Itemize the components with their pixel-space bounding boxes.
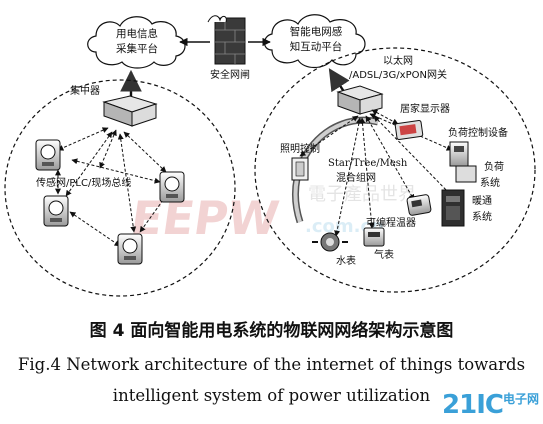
meter-2 (43, 195, 69, 227)
hvac-line1: 暖通 (472, 194, 492, 207)
meter-1 (35, 139, 61, 171)
cloud-right: 智能电网感 知互动平台 (263, 14, 366, 69)
meter-4 (117, 233, 143, 265)
load-control-device: 负荷控制设备 (448, 126, 508, 167)
hvac-line2: 系统 (472, 210, 492, 223)
meter-3 (159, 171, 185, 203)
cloud-left: 用电信息 采集平台 (87, 16, 186, 69)
cloud-right-shape (263, 14, 366, 69)
cloud-left-shape (87, 16, 186, 69)
water-meter-label: 水表 (336, 254, 356, 267)
firewall-icon (214, 17, 246, 65)
lighting-control-device: 照明控制 (280, 142, 320, 181)
eepw-watermark-text: EEPW (128, 191, 283, 245)
ethernet-label-line1: 以太网 (383, 54, 413, 67)
ethernet-label-line2: /ADSL/3G/xPON网关 (349, 68, 447, 81)
cloud-left-line2: 采集平台 (116, 42, 158, 55)
caption-chinese: 图 4 面向智能用电系统的物联网网络架构示意图 (89, 321, 454, 341)
ethernet-gateway-device: 以太网 /ADSL/3G/xPON网关 (336, 54, 447, 115)
caption-english-line1: Fig.4 Network architecture of the intern… (17, 355, 526, 374)
right-mesh-links (299, 109, 453, 237)
thermostat-device: 可编程温器 (366, 194, 432, 229)
home-display-label: 居家显示器 (400, 102, 450, 115)
hand-icon (207, 15, 227, 23)
load-system-line2: 系统 (480, 176, 500, 189)
mesh-label-line1: Star/Tree/Mesh (328, 158, 408, 169)
home-display-device: 居家显示器 (394, 102, 450, 140)
caption-english-line2: intelligent system of power utilization (112, 386, 431, 405)
concentrator-label: 集中器 (70, 84, 100, 97)
site-logo-text: 21IC (442, 390, 504, 420)
mesh-label-line2: 混合组网 (336, 171, 376, 184)
gateway-label: 安全网闸 (210, 68, 250, 81)
concentrator-device: 集中器 (70, 84, 158, 127)
lighting-label: 照明控制 (280, 142, 320, 155)
site-logo-sub: 电子网 (502, 392, 539, 406)
left-network-label: 传感网/PLC/现场总线 (36, 176, 131, 189)
eepw-watermark-cn: 電子產品世界 (308, 184, 416, 205)
site-logo: 21IC电子网 (442, 390, 539, 420)
gas-meter-label: 气表 (374, 248, 394, 261)
cloud-left-line1: 用电信息 (116, 27, 158, 40)
load-control-label: 负荷控制设备 (448, 126, 508, 139)
left-domain-boundary (4, 79, 236, 297)
cloud-right-line1: 智能电网感 (290, 25, 343, 38)
water-meter-device: 水表 (312, 232, 356, 267)
hvac-device: 暖通 系统 (441, 189, 492, 227)
thermostat-label: 可编程温器 (366, 216, 416, 229)
load-system: 负荷 系统 (455, 160, 504, 189)
security-gateway: 安全网闸 (179, 15, 271, 81)
right-domain-boundary (254, 47, 536, 293)
gas-meter-device: 气表 (363, 227, 394, 261)
load-system-line1: 负荷 (484, 160, 504, 173)
cloud-right-line2: 知互动平台 (290, 40, 343, 53)
